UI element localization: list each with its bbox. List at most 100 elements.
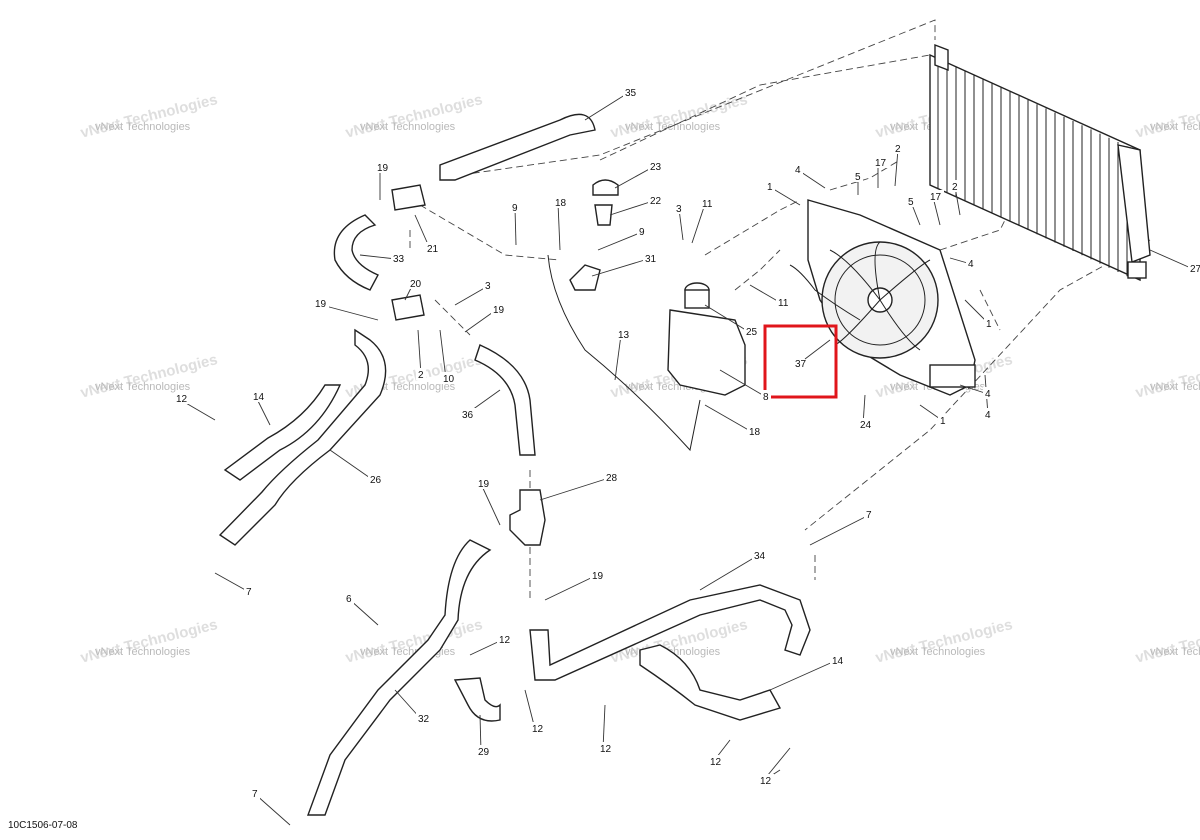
callout-25: 25: [746, 327, 758, 338]
callout-18: 18: [555, 198, 567, 209]
leader-line-35: [584, 92, 629, 121]
hoses: [218, 113, 811, 816]
leader-line-28: [539, 477, 610, 501]
leader-line-14: [769, 660, 836, 691]
callout-19: 19: [493, 305, 505, 316]
leader-line-9: [514, 207, 517, 246]
watermark: vNext Technologies: [625, 121, 721, 133]
callout-37: 37: [795, 359, 807, 370]
callout-19: 19: [592, 571, 604, 582]
callout-13: 13: [618, 330, 630, 341]
callout-bg-22: [648, 194, 664, 206]
leader-line-22: [609, 200, 654, 216]
callout-bg-6: [344, 592, 354, 604]
leader-line-8: [719, 369, 767, 398]
callout-7: 7: [246, 587, 252, 598]
watermark: vNext Technologies: [890, 646, 986, 658]
leader-line-7: [809, 514, 870, 546]
callout-bg-4: [983, 408, 993, 420]
radiator-fins: [937, 58, 1128, 277]
callout-35: 35: [625, 88, 637, 99]
callout-bg-20: [408, 277, 424, 289]
callout-bg-19: [313, 297, 329, 309]
leader-line-19: [544, 575, 596, 601]
callout-bg-2: [893, 142, 903, 154]
callout-12: 12: [710, 757, 722, 768]
watermark-shadow: vNext Technologies: [1134, 351, 1200, 402]
callout-bg-27: [1188, 262, 1200, 274]
leader-line-3: [454, 285, 489, 306]
leader-line-26: [329, 449, 374, 481]
callout-9: 9: [639, 227, 645, 238]
callout-bg-33: [391, 252, 407, 264]
callout-bg-13: [616, 328, 632, 340]
callout-3: 3: [676, 204, 682, 215]
callout-bg-18: [553, 196, 569, 208]
callout-12: 12: [499, 635, 511, 646]
callout-12: 12: [760, 776, 772, 787]
callout-1: 1: [986, 319, 992, 330]
callout-24: 24: [860, 420, 872, 431]
watermark: vNext Technologies: [1150, 121, 1200, 133]
callout-bg-21: [425, 242, 441, 254]
callout-bg-29: [476, 745, 492, 757]
callout-bg-25: [744, 325, 760, 337]
callout-5: 5: [908, 197, 914, 208]
callout-bg-17: [873, 156, 889, 168]
callout-20: 20: [410, 279, 422, 290]
callout-bg-26: [368, 473, 384, 485]
callout-bg-7: [244, 585, 254, 597]
watermark-shadow: vNext Technologies: [874, 616, 1015, 667]
callout-2: 2: [418, 370, 424, 381]
leader-line-33: [359, 254, 397, 260]
callout-34: 34: [754, 551, 766, 562]
watermark: vNext Technologies: [95, 646, 191, 658]
callout-bg-32: [416, 712, 432, 724]
callout-3: 3: [485, 281, 491, 292]
leader-line-3: [678, 208, 684, 241]
callout-bg-12: [758, 774, 774, 786]
callout-8: 8: [763, 392, 769, 403]
callout-26: 26: [370, 475, 382, 486]
leader-line-11: [691, 203, 706, 244]
callout-bg-12: [174, 392, 190, 404]
callout-5: 5: [855, 172, 861, 183]
leader-line-7: [254, 793, 291, 826]
callout-28: 28: [606, 473, 618, 484]
callout-4: 4: [985, 389, 991, 400]
callout-bg-12: [497, 633, 513, 645]
watermark-shadow: vNext Technologies: [344, 91, 485, 142]
callout-17: 17: [875, 158, 887, 169]
leader-line-13: [614, 334, 622, 381]
callout-4: 4: [968, 259, 974, 270]
callout-bg-4: [966, 257, 976, 269]
callout-6: 6: [346, 594, 352, 605]
watermark: vNext Technologies: [1150, 646, 1200, 658]
callout-bg-9: [510, 201, 520, 213]
callout-7: 7: [252, 789, 258, 800]
watermark: vNext Technologies: [1150, 381, 1200, 393]
callout-31: 31: [645, 254, 657, 265]
radiator: [929, 43, 1151, 282]
callout-19: 19: [377, 163, 389, 174]
callout-bg-19: [375, 161, 391, 173]
reference-code: 10C1506-07-08: [8, 820, 78, 831]
callout-27: 27: [1190, 264, 1200, 275]
callout-12: 12: [176, 394, 188, 405]
callout-bg-14: [830, 654, 846, 666]
callout-bg-18: [747, 425, 763, 437]
leader-line-37: [804, 339, 831, 360]
callout-bg-4: [793, 163, 803, 175]
leader-line-10: [439, 329, 447, 380]
highlight-box: [763, 324, 838, 399]
watermark-shadow: vNext Technologies: [79, 616, 220, 667]
leader-line-19: [480, 483, 501, 526]
callout-bg-36: [460, 408, 476, 420]
callout-bg-10: [441, 372, 457, 384]
leader-line-2: [417, 329, 422, 376]
leader-line-11: [749, 284, 782, 304]
callout-29: 29: [478, 747, 490, 758]
callout-12: 12: [532, 724, 544, 735]
callout-1: 1: [940, 416, 946, 427]
